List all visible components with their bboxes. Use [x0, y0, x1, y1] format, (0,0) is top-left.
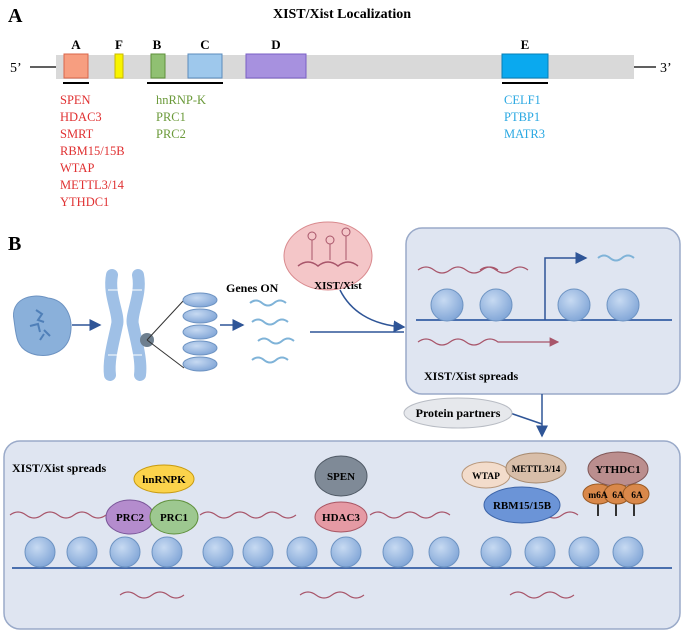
protein-wtap: WTAP — [461, 461, 511, 489]
protein-hdac3-label: HDAC3 — [322, 512, 360, 524]
five-prime-label: 5’ — [10, 61, 22, 76]
nucleosome — [151, 536, 183, 568]
nucleosome — [568, 536, 600, 568]
partner-bc-item: hnRNP-K — [156, 93, 206, 107]
protein-partners-pill: Protein partners — [403, 397, 513, 429]
region-f-box — [114, 53, 124, 79]
partner-bc-item: PRC2 — [156, 127, 186, 141]
nucleosome — [480, 536, 512, 568]
cell-icon — [13, 295, 72, 356]
protein-prc2-label: PRC2 — [116, 512, 145, 524]
partner-a-item: METTL3/14 — [60, 178, 125, 192]
nucleosome — [479, 288, 513, 322]
protein-rbm15-label: RBM15/15B — [493, 500, 552, 512]
protein-hnrnpk: hnRNPK — [133, 464, 195, 494]
spreads-bottom-label: XIST/Xist spreads — [12, 461, 106, 475]
nucleosome — [330, 536, 362, 568]
partner-e-item: MATR3 — [504, 127, 545, 141]
m6a-modifications: m6A 6A 6A — [582, 483, 650, 516]
region-a: A — [63, 37, 89, 84]
spreads-top-label: XIST/Xist spreads — [424, 369, 518, 383]
partner-a-item: WTAP — [60, 161, 94, 175]
protein-prc1: PRC1 — [149, 499, 199, 535]
nucleosome-stack — [182, 292, 218, 372]
partners-a-list: SPEN HDAC3 SMRT RBM15/15B WTAP METTL3/14… — [60, 93, 125, 209]
nucleosome — [202, 536, 234, 568]
three-prime-label: 3’ — [660, 61, 672, 76]
rna-transcripts — [249, 299, 295, 364]
xist-spreads-top-panel: XIST/Xist spreads — [405, 227, 681, 395]
xist-bubble: XIST/Xist — [283, 221, 373, 292]
nucleosome — [66, 536, 98, 568]
protein-mettl-label: METTL3/14 — [512, 464, 561, 474]
region-f-label: F — [115, 37, 123, 52]
xist-spreads-bottom-panel: XIST/Xist spreads hnRNPK PRC2 — [3, 440, 681, 630]
arrow-xist-to-chromatin — [339, 289, 406, 333]
nucleosome — [612, 536, 644, 568]
nucleosome — [524, 536, 556, 568]
m6a-mark — [622, 483, 650, 505]
region-b-label: B — [153, 37, 162, 52]
region-d-box — [245, 53, 307, 79]
protein-hdac3: HDAC3 — [314, 501, 368, 533]
m6a-label: 6A — [631, 491, 643, 501]
region-b-box — [150, 53, 166, 79]
region-e-label: E — [521, 37, 530, 52]
partner-a-item: YTHDC1 — [60, 195, 109, 209]
region-e: E — [501, 37, 549, 84]
protein-mettl: METTL3/14 — [505, 452, 567, 484]
protein-prc2: PRC2 — [105, 499, 155, 535]
nucleosome — [557, 288, 591, 322]
region-a-box — [63, 53, 89, 79]
protein-prc1-label: PRC1 — [160, 512, 188, 524]
panel-a-title: XIST/Xist Localization — [273, 7, 411, 22]
zoom-line-bottom — [146, 339, 185, 369]
panel-a-label: A — [8, 5, 23, 27]
region-a-label: A — [71, 37, 81, 52]
protein-rbm15: RBM15/15B — [483, 486, 561, 524]
protein-ythdc1: YTHDC1 — [587, 451, 649, 487]
nucleosome — [382, 536, 414, 568]
partner-a-item: SMRT — [60, 127, 94, 141]
m6a-label: 6A — [612, 491, 624, 501]
zoom-line-top — [146, 299, 185, 341]
partners-e-list: CELF1 PTBP1 MATR3 — [504, 93, 545, 141]
nucleosome — [24, 536, 56, 568]
protein-ythdc1-label: YTHDC1 — [595, 464, 640, 476]
nucleosome — [286, 536, 318, 568]
region-e-box — [501, 53, 549, 79]
chromosome-icon — [103, 269, 154, 381]
region-d: D — [245, 37, 307, 79]
arrow-partners-connector — [509, 412, 543, 425]
region-d-label: D — [271, 37, 280, 52]
protein-spen: SPEN — [314, 455, 368, 497]
m6a-label: m6A — [588, 491, 608, 501]
nucleosome — [242, 536, 274, 568]
region-f: F — [114, 37, 124, 79]
protein-hnrnpk-label: hnRNPK — [142, 474, 186, 486]
nucleosome — [428, 536, 460, 568]
panel-b-label: B — [8, 233, 21, 255]
partners-bc-list: hnRNP-K PRC1 PRC2 — [156, 93, 206, 141]
partner-bc-item: PRC1 — [156, 110, 186, 124]
nucleosome — [606, 288, 640, 322]
region-c-box — [187, 53, 223, 79]
genes-on-label: Genes ON — [226, 281, 279, 295]
partner-a-item: RBM15/15B — [60, 144, 125, 158]
xist-bubble-label: XIST/Xist — [314, 280, 362, 292]
protein-wtap-label: WTAP — [472, 472, 500, 482]
partner-e-item: CELF1 — [504, 93, 541, 107]
nucleosome — [109, 536, 141, 568]
partner-e-item: PTBP1 — [504, 110, 540, 124]
nucleosome — [430, 288, 464, 322]
region-b: B — [150, 37, 166, 79]
protein-spen-label: SPEN — [327, 471, 355, 483]
partner-a-item: SPEN — [60, 93, 91, 107]
partner-a-item: HDAC3 — [60, 110, 102, 124]
region-c-label: C — [200, 37, 209, 52]
region-c: C — [187, 37, 223, 79]
protein-partners-label: Protein partners — [416, 406, 501, 420]
